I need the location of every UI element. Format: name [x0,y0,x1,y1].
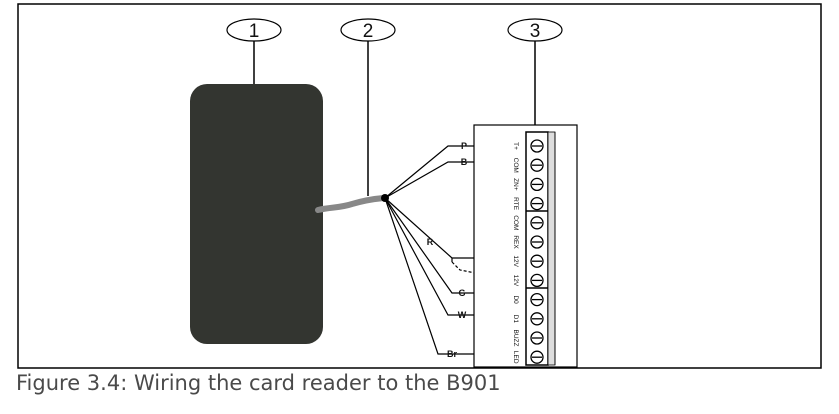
terminal-label: LED [512,351,519,364]
callout-1: 1 [226,18,282,84]
terminal-label: D0 [512,295,519,304]
terminal-label: COM [512,158,519,173]
terminal-label: ZN+ [512,178,519,191]
terminal-screw [530,139,544,153]
wire-label-br: Br [447,349,457,359]
terminal-screw [530,216,544,230]
callout-1-number: 1 [249,21,260,42]
terminal-label: D1 [512,315,519,324]
terminal-screw [530,350,544,364]
reader-cable [315,195,387,213]
callout-3: 3 [507,18,563,125]
terminal-screw [530,158,544,172]
card-reader [190,84,323,344]
terminal-label: T+ [512,142,519,150]
terminal-screw [530,254,544,268]
terminal-screw [530,292,544,307]
wire-label-r: R [427,237,434,247]
figure-frame [17,3,822,369]
callout-2: 2 [340,18,396,196]
callout-2-number: 2 [363,21,374,42]
wire-label-p: P [461,141,467,151]
terminal-label: REX [512,235,519,249]
terminal-screw [530,177,544,192]
terminal-screws [530,139,544,364]
terminal-screw [530,312,544,326]
terminal-screw [530,331,544,345]
terminal-screw [530,196,544,211]
terminal-label: COM [512,215,519,230]
terminal-label: BUZZ [512,330,519,347]
wire-label-b: B [461,157,468,167]
wire-label-w: W [458,310,467,320]
terminal-screw [530,235,544,249]
terminal-label: 12V [512,275,519,287]
terminal-label: 12V [512,255,519,267]
callout-3-number: 3 [530,21,541,42]
terminal-label: RTE [512,197,519,211]
wire-label-g: G [458,288,465,298]
figure-caption: Figure 3.4: Wiring the card reader to th… [16,371,501,395]
terminal-screw [530,273,544,288]
